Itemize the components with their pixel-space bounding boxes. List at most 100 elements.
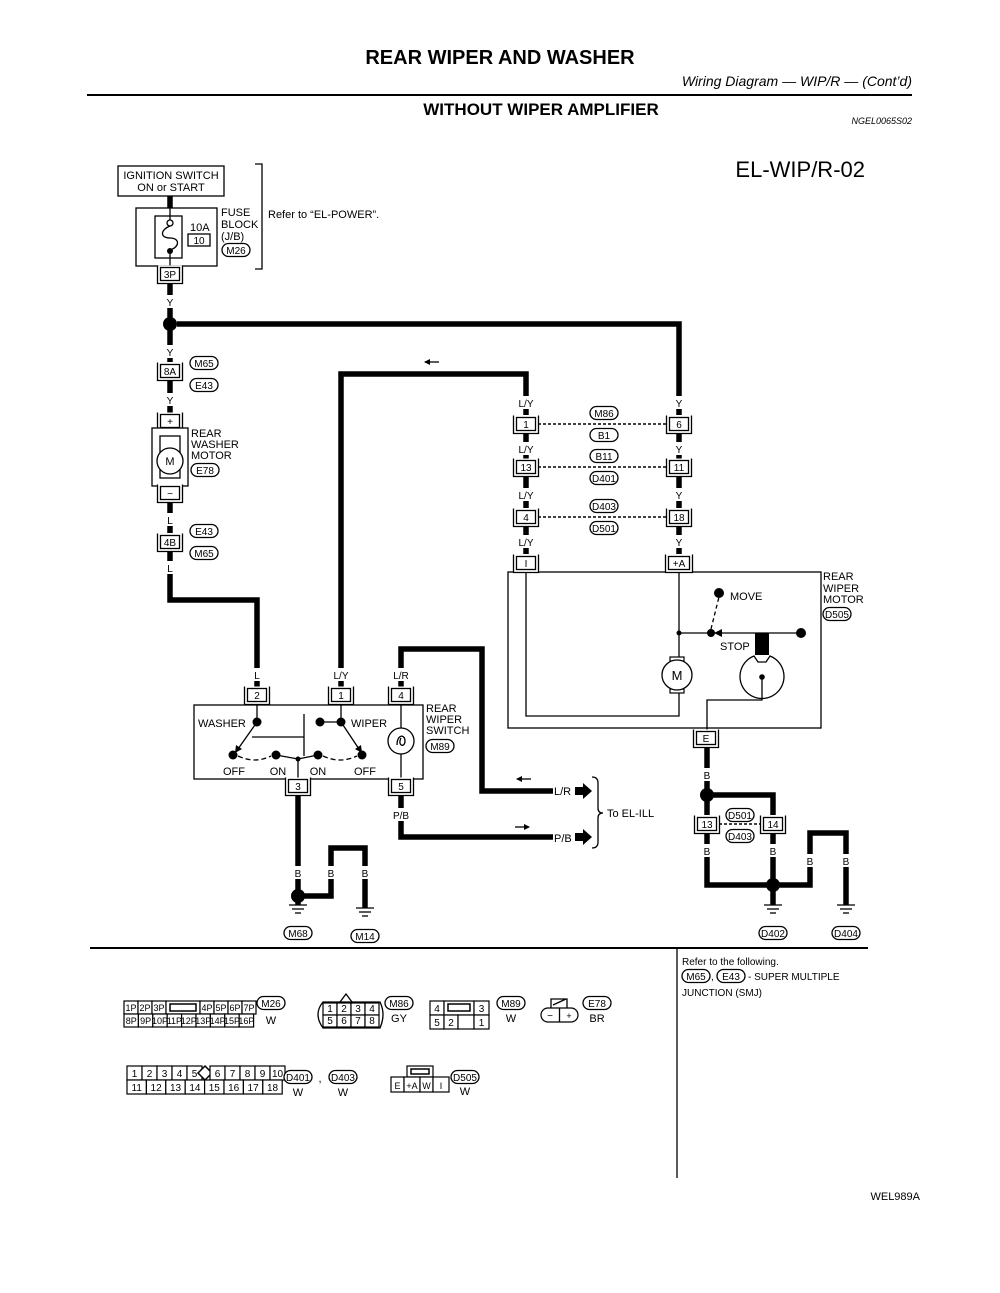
continues-arrow-icon [575, 783, 592, 799]
switch-terminal-3: 3 [284, 777, 312, 797]
dashed-travel [237, 755, 272, 761]
connector-box [390, 687, 412, 703]
badge-frame [450, 1069, 480, 1085]
fuse-number-box [187, 233, 211, 247]
wiper-label: WIPER [351, 718, 387, 730]
contact-off [228, 750, 238, 760]
terminal-number: − [167, 489, 173, 500]
terminal-number: 4B [164, 538, 177, 549]
note-text: JUNCTION (SMJ) [682, 988, 762, 999]
pin-label: 2 [448, 1018, 454, 1029]
connector-id-text: M14 [355, 932, 375, 943]
to-el-ill-pb: P/B [554, 833, 572, 845]
wire-b-joint [707, 792, 776, 815]
wire-color-code: W [506, 1013, 517, 1025]
pin-label: 2 [341, 1004, 347, 1015]
label-bg [159, 393, 181, 406]
wire-color-label: Y [668, 535, 690, 549]
connector-id-badge: E78 [582, 995, 612, 1011]
label-bg [696, 768, 718, 781]
ignition-switch-label: ON or START [137, 182, 205, 194]
arrow-head [516, 776, 522, 782]
label-bg [159, 561, 181, 574]
cam-follower [755, 633, 769, 655]
pin-label: 5P [215, 1003, 226, 1013]
brace [591, 776, 604, 849]
wire-color-text: L [167, 516, 173, 527]
label-bg [246, 668, 268, 681]
pin-label: 15P [224, 1016, 240, 1026]
fuse-number: 10 [193, 236, 205, 247]
connector-id-text: E43 [195, 527, 213, 538]
pin-label: 6P [229, 1003, 240, 1013]
connector-id-text: E78 [588, 999, 606, 1010]
pin-label: 5 [192, 1069, 198, 1080]
label-bg [330, 668, 352, 681]
pin-label: 4 [434, 1004, 440, 1015]
connector-id-text: D401 [286, 1073, 310, 1084]
terminal-number: 8A [164, 367, 177, 378]
connector-id-badge: D401 [283, 1069, 313, 1085]
connector-box [246, 687, 268, 703]
pin-label: 4 [177, 1069, 183, 1080]
pin-label: 14P [210, 1016, 226, 1026]
connector-id-text: M68 [288, 929, 308, 940]
wire-color-label: L/R [390, 668, 412, 682]
wire-color-label: B [835, 854, 857, 868]
connector-id-badge: D501 [725, 807, 755, 823]
connector-id-text: D505 [453, 1073, 477, 1084]
terminal-number: 5 [398, 782, 404, 793]
diagram-id: EL-WIP/R-02 [735, 157, 865, 182]
badge-frame [582, 995, 612, 1011]
connector-id-badge: D501 [589, 520, 619, 536]
label-bg [390, 668, 412, 681]
connector-id-badge: B11 [589, 448, 619, 464]
wire-color-text: B [362, 869, 369, 880]
fuse-terminal-3p: 3P [156, 265, 184, 285]
note-text: - SUPER MULTIPLE [748, 972, 840, 983]
pin-cell [262, 1079, 283, 1095]
badge-frame [190, 462, 220, 478]
move-contact [714, 588, 724, 598]
badge-frame [589, 427, 619, 443]
terminal-number: 3 [295, 782, 301, 793]
connector-id-text: D505 [825, 610, 849, 621]
pin-cell [364, 1014, 380, 1028]
fuse-rating: 10A [190, 222, 210, 234]
current-direction-arrow-icon [515, 824, 530, 830]
label-bg [668, 488, 690, 501]
connector-shell [317, 1001, 384, 1029]
badge-frame [425, 738, 455, 754]
badge-frame [725, 807, 755, 823]
connector-id-text: M26 [261, 999, 281, 1010]
connector-id-text: D501 [592, 524, 616, 535]
wire-color-text: Y [167, 298, 174, 309]
junction-dot [163, 317, 177, 331]
badge-frame [589, 405, 619, 421]
pin-label: 8 [369, 1016, 375, 1027]
pin-label: 18 [267, 1083, 279, 1094]
connector-id-badge: D403 [725, 828, 755, 844]
pin-label: + [566, 1011, 571, 1021]
pin-label: 10P [152, 1016, 168, 1026]
wire-color-label: L [246, 668, 268, 682]
wiper-switch-label: REAR [426, 703, 457, 715]
arrow-head [524, 824, 530, 830]
terminal-number: 6 [676, 420, 682, 431]
wire-color-label: Y [668, 442, 690, 456]
pin-label: 16 [228, 1083, 240, 1094]
pin-label: 3 [355, 1004, 361, 1015]
lamp-filament [396, 735, 406, 746]
wire-color-code: W [460, 1086, 471, 1098]
connector-id-text: M65 [194, 359, 214, 370]
wire-color-label: B [762, 844, 784, 858]
pin-label: 7P [243, 1003, 254, 1013]
ground-icon [764, 904, 782, 914]
label-bg [799, 854, 821, 867]
label-bg [159, 295, 181, 308]
washer-motor-connector-e78: E78 [190, 462, 220, 478]
pin-label: 6 [215, 1069, 221, 1080]
